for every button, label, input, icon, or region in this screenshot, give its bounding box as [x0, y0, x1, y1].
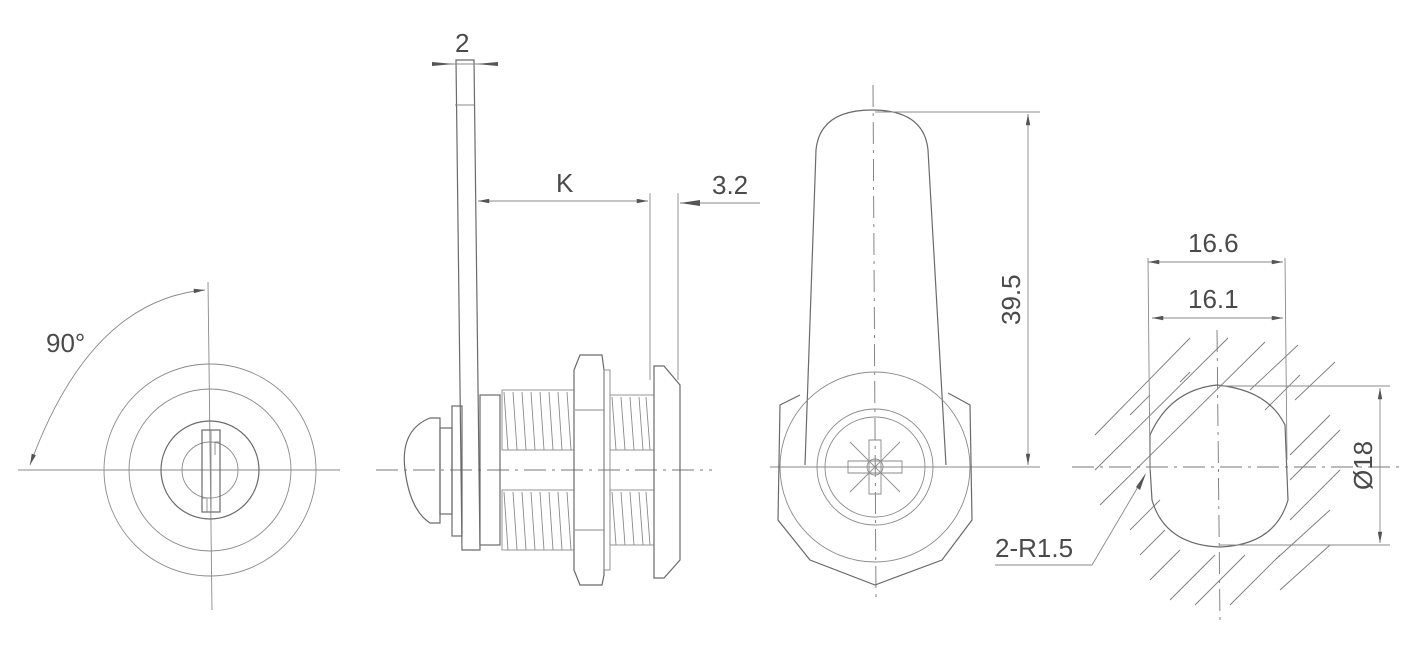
cutout-section-view: 16.6 16.1 Ø18 2-R1.5 [995, 228, 1400, 623]
keyway-circle [181, 441, 239, 499]
hex-nut [573, 354, 605, 586]
flange [653, 365, 681, 579]
side-view: 2 K 3.2 [376, 28, 760, 586]
angle-arc [29, 288, 206, 466]
angle-label: 90° [46, 328, 85, 358]
front-key-view: 90° [18, 281, 340, 611]
middle-ring [128, 388, 292, 552]
star-keyway [847, 439, 903, 495]
thread-upper-left [501, 389, 575, 451]
flange-thickness-label: 3.2 [712, 170, 748, 200]
cam-hex-outline [777, 392, 973, 586]
diameter-label: Ø18 [1348, 441, 1378, 490]
key-cylinder [160, 420, 260, 520]
key-head [403, 417, 441, 524]
cam-lever [804, 109, 947, 466]
radius-label: 2-R1.5 [995, 533, 1073, 563]
thread-lower-left [501, 489, 575, 551]
outer-ring [103, 363, 317, 577]
cam-vertical-centerline [872, 84, 877, 601]
double-d-cutout [1149, 384, 1289, 548]
cam-front-view: 39.5 [770, 84, 1040, 601]
k-dimension-label: K [556, 168, 574, 198]
inner-width-label: 16.1 [1188, 284, 1239, 314]
cam-plate [455, 59, 481, 551]
body-sleeve [479, 394, 501, 546]
cam-height-label: 39.5 [996, 274, 1026, 325]
cam-thickness-label: 2 [455, 28, 469, 58]
vertical-centerline [207, 281, 213, 611]
outer-width-label: 16.6 [1188, 228, 1239, 258]
